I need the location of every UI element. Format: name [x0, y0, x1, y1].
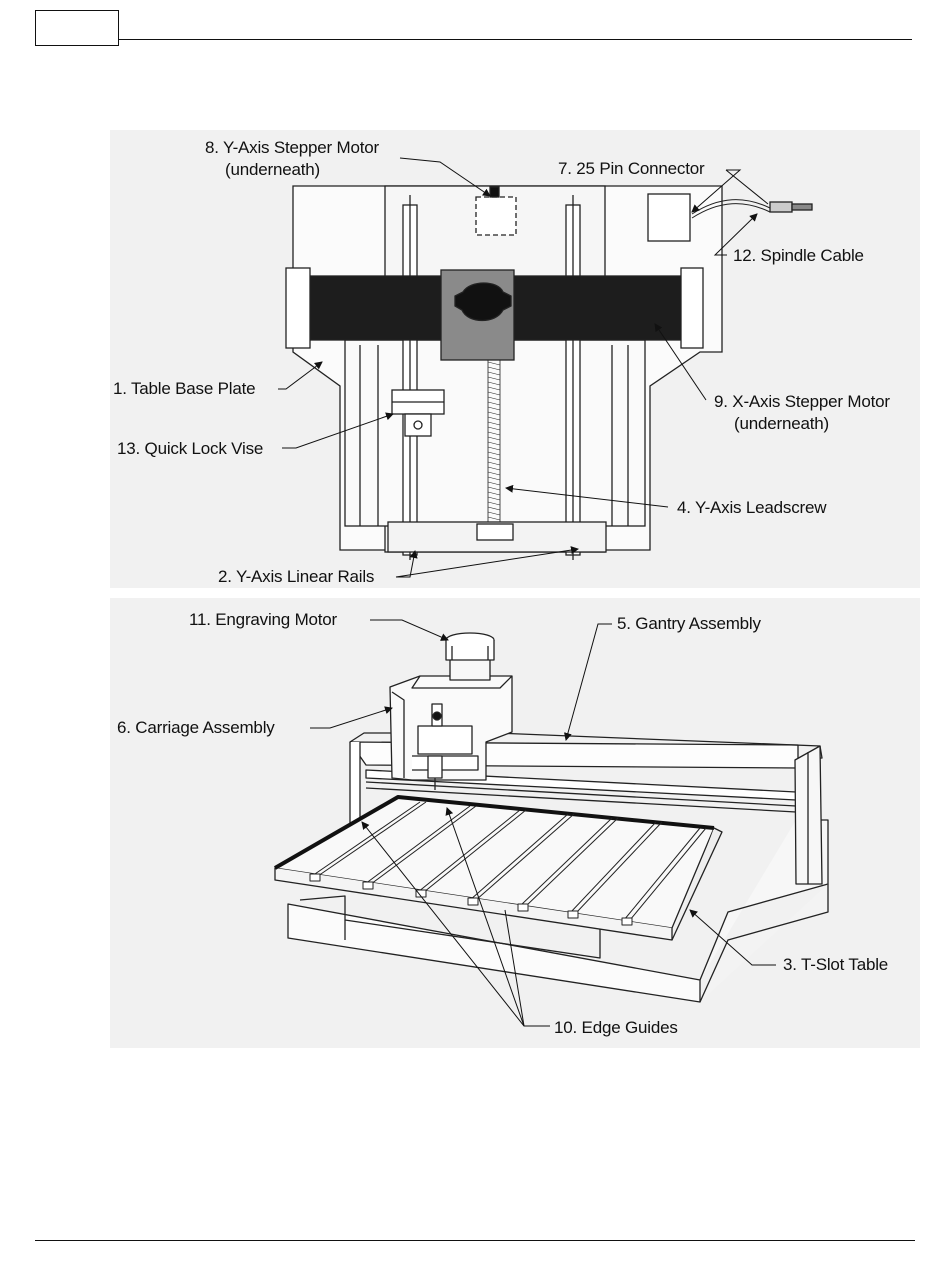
table-body — [345, 340, 645, 526]
label-y-stepper-motor-sub: (underneath) — [225, 160, 320, 180]
t-slot-opening — [622, 918, 632, 925]
label-engraving-motor: 11. Engraving Motor — [189, 610, 337, 630]
footer-rule — [35, 1240, 915, 1241]
y-stepper-motor — [476, 197, 516, 235]
t-slot-opening — [363, 882, 373, 889]
label-edge-guides: 10. Edge Guides — [554, 1018, 678, 1038]
label-spindle-cable: 12. Spindle Cable — [733, 246, 864, 266]
label-t-slot-table: 3. T-Slot Table — [783, 955, 888, 975]
label-table-base-plate: 1. Table Base Plate — [113, 379, 255, 399]
perspective-drawing — [275, 633, 828, 1002]
label-quick-lock-vise: 13. Quick Lock Vise — [117, 439, 263, 459]
t-slot-opening — [568, 911, 578, 918]
label-x-stepper-motor-sub: (underneath) — [734, 414, 829, 434]
label-y-linear-rails: 2. Y-Axis Linear Rails — [218, 567, 374, 587]
label-x-stepper-motor: 9. X-Axis Stepper Motor — [714, 392, 890, 412]
t-slot-opening — [518, 904, 528, 911]
gantry-end-right — [681, 268, 703, 348]
label-y-stepper-motor: 8. Y-Axis Stepper Motor — [205, 138, 379, 158]
gantry-end-left — [286, 268, 310, 348]
label-pin-connector: 7. 25 Pin Connector — [558, 159, 704, 179]
pin-connector — [648, 194, 690, 241]
label-carriage-assembly: 6. Carriage Assembly — [117, 718, 275, 738]
t-slot-opening — [468, 898, 478, 905]
t-slot-opening — [310, 874, 320, 881]
label-gantry-assembly: 5. Gantry Assembly — [617, 614, 761, 634]
label-y-leadscrew: 4. Y-Axis Leadscrew — [677, 498, 826, 518]
